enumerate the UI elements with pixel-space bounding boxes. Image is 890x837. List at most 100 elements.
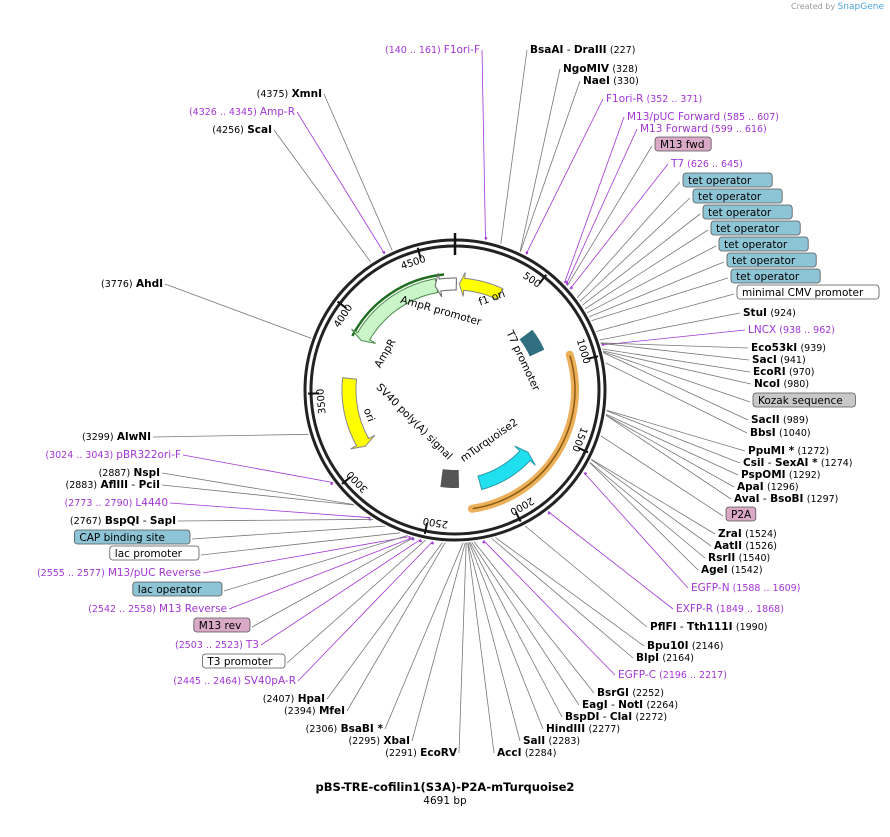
tick-label-2500: 2500 [422, 515, 449, 530]
ori-label: ori [361, 406, 377, 423]
enzyme-name: BsrGI [597, 687, 629, 699]
cut-position: (2284) [525, 748, 557, 759]
leader-lines [152, 49, 752, 754]
enzyme-label: HindIII (2277) [546, 723, 620, 735]
primer-exfp-r: EXFP-R (1849 .. 1868) [676, 603, 784, 615]
feature-lac-promoter: lac promoter [109, 545, 200, 561]
ampr-label: AmpR [372, 337, 398, 370]
cut-position: (3776) [101, 279, 133, 290]
feature-box-label: tet operator [732, 255, 796, 267]
enzyme-name-2: NotI [618, 699, 643, 711]
enzyme-label: PpuMI * (1272) [748, 445, 829, 457]
primer-name: SV40pA-R [244, 675, 296, 687]
cut-position: (2283) [549, 736, 581, 747]
enzyme-label: SacI (941) [752, 354, 806, 366]
tick-label-3000: 3000 [345, 468, 370, 494]
leader-line [251, 537, 415, 628]
feature-m13-rev: M13 rev [193, 617, 251, 633]
site-xbai: (2295) XbaI [348, 735, 410, 747]
leader-line [564, 116, 625, 284]
leader-line [605, 362, 748, 434]
leader-line [273, 129, 372, 263]
primer-label: F1ori-R (352 .. 371) [606, 93, 702, 105]
enzyme-name: BsaBI * [341, 723, 384, 735]
feature-cap-binding-site: CAP binding site [74, 529, 191, 545]
leader-line [584, 229, 709, 310]
primer-name: M13/pUC Reverse [108, 567, 201, 579]
enzyme-label: Eco53kI (939) [751, 342, 826, 354]
feature-box [692, 188, 783, 204]
leader-line [590, 459, 712, 547]
primer-amp-r: (4326 .. 4345) Amp-R [189, 106, 295, 118]
primer-range: (585 .. 607) [720, 112, 779, 123]
feature-tet-operator: tet operator [718, 236, 809, 252]
feature-minimal-cmv-promoter: minimal CMV promoter [736, 284, 880, 300]
cut-position: (328) [612, 64, 638, 75]
site-stui: StuI (924) [743, 307, 796, 319]
ori-arrow-shape [341, 377, 376, 450]
site-ppumi: PpuMI * (1272) [748, 445, 829, 457]
leader-line [169, 502, 371, 519]
cut-position: (1990) [736, 622, 768, 633]
enzyme-label: ApaI (1296) [737, 481, 799, 493]
primer-egfp-n: EGFP-N (1588 .. 1609) [691, 582, 800, 594]
sv40-label: SV40 poly(A) signal [374, 381, 455, 462]
leader-line [591, 277, 729, 322]
enzyme-label: AatII (1526) [714, 540, 777, 552]
enzyme-name: AvaI [734, 493, 760, 505]
enzyme-name: NgoMIV [563, 63, 610, 75]
feature-tet-operator: tet operator [682, 172, 773, 188]
leader-line [467, 542, 521, 742]
enzyme-name: ApaI [737, 481, 764, 493]
enzyme-label: Bpu10I (2146) [647, 640, 723, 652]
primer-label: EXFP-R (1849 .. 1868) [676, 603, 784, 615]
enzyme-label: NcoI (980) [754, 378, 809, 390]
enzyme-label: NaeI (330) [583, 75, 639, 87]
feature-box [74, 529, 191, 545]
feature-tet-operator: tet operator [702, 204, 793, 220]
enzyme-name-2: SapI [150, 515, 176, 527]
leader-line [458, 542, 467, 754]
tick-4500 [416, 247, 422, 259]
leader-line [152, 433, 309, 438]
enzyme-label: (3776) AhdI [101, 278, 163, 290]
lac-region-mark [447, 469, 453, 488]
primer-label: (4326 .. 4345) Amp-R [189, 106, 295, 118]
enzyme-name: HpaI [298, 693, 325, 705]
feature-kozak-sequence: Kozak sequence [752, 392, 856, 408]
leader-line [223, 535, 408, 592]
enzyme-name: AgeI [701, 564, 728, 576]
leader-line [524, 525, 648, 628]
leader-line [495, 537, 645, 647]
leader-line [600, 435, 724, 517]
site-eagi: EagI - NotI (2264) [582, 699, 678, 711]
feature-box [654, 136, 712, 152]
leader-line [583, 472, 689, 589]
feature-box-label: minimal CMV promoter [742, 287, 864, 299]
leader-line [182, 454, 334, 483]
enzyme-label: (4256) ScaI [212, 124, 272, 136]
enzyme-name: SalI [523, 735, 545, 747]
enzyme-label: SacII (989) [751, 414, 809, 426]
cut-position: (980) [783, 379, 809, 390]
leader-line [161, 472, 354, 505]
feature-tet-operator: tet operator [726, 252, 817, 268]
enzyme-sep: - [128, 479, 138, 491]
primer-m13-reverse: (2542 .. 2558) M13 Reverse [88, 603, 227, 615]
cut-position: (939) [800, 343, 826, 354]
cut-position: (1040) [779, 428, 811, 439]
mturquoise2-arrow-shape [477, 445, 536, 491]
site-acci: AccI (2284) [497, 747, 556, 759]
site-alwni: (3299) AlwNI [82, 431, 151, 443]
leader-line [600, 342, 749, 349]
primer-egfp-c: EGFP-C (2196 .. 2217) [618, 669, 727, 681]
primer-mark [547, 511, 551, 515]
primer-f1ori-r: F1ori-R (352 .. 371) [606, 93, 702, 105]
primer-range: (4326 .. 4345) [189, 107, 260, 118]
enzyme-name: RsrII [708, 552, 735, 564]
feature-box-label: P2A [731, 509, 752, 521]
enzyme-name: BbsI [750, 427, 776, 439]
leader-line [161, 484, 355, 506]
cut-position: (2407) [263, 694, 295, 705]
leader-line [605, 414, 732, 500]
